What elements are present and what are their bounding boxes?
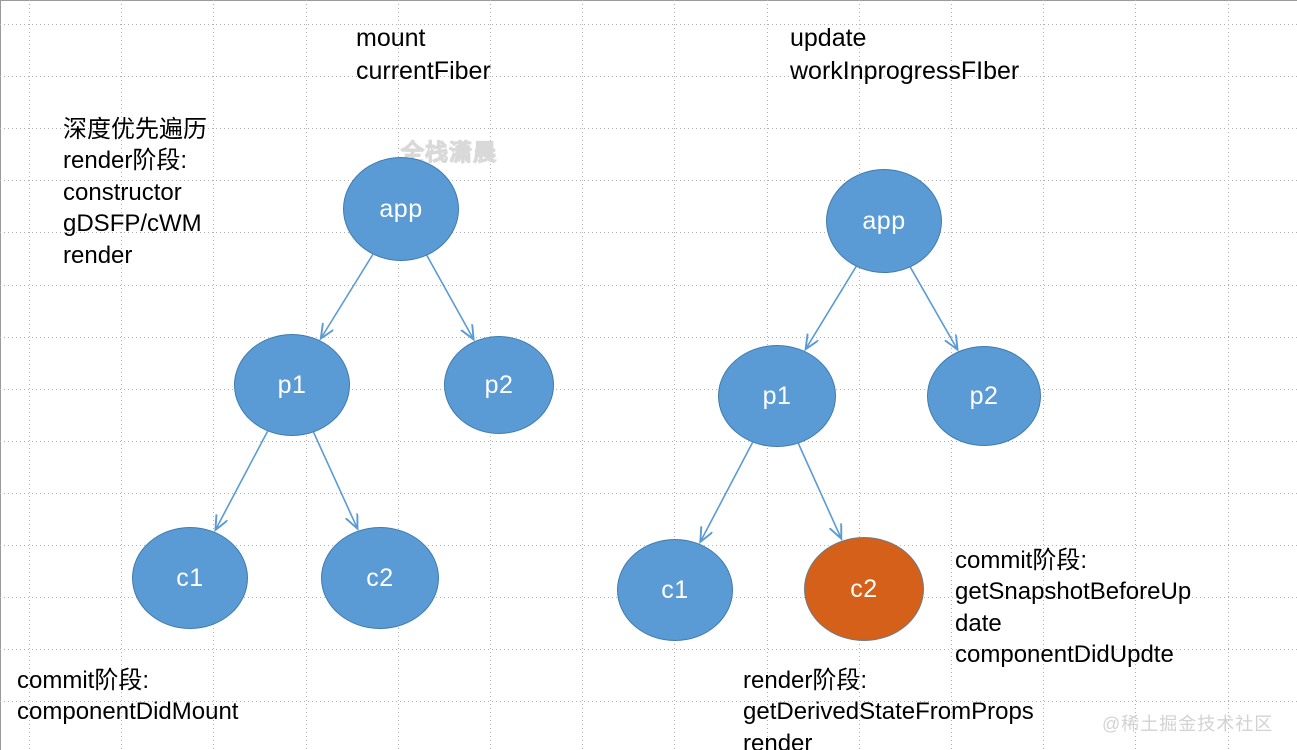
node-label: app bbox=[862, 206, 906, 235]
node-left-app[interactable]: app bbox=[343, 157, 459, 261]
tree-edge-left-app-to-p2 bbox=[426, 255, 474, 340]
grid-line-horizontal bbox=[0, 76, 1297, 77]
note-right-commit-phase: commit阶段: getSnapshotBeforeUp date compo… bbox=[955, 547, 1192, 669]
node-left-c1[interactable]: c1 bbox=[132, 527, 248, 629]
node-label: app bbox=[379, 194, 423, 223]
note-right-render-phase: render阶段: getDerivedStateFromProps rende… bbox=[743, 667, 1034, 750]
grid-line-vertical bbox=[29, 0, 30, 750]
header-right-update: update workInprogressFIber bbox=[790, 24, 1020, 85]
header-left-mount: mount currentFiber bbox=[356, 24, 491, 85]
grid-line-vertical bbox=[398, 0, 399, 750]
node-left-c2[interactable]: c2 bbox=[321, 527, 439, 629]
tree-edge-left-p1-to-c1 bbox=[215, 430, 269, 530]
watermark-bottom-right: @稀土掘金技术社区 bbox=[1102, 714, 1274, 734]
node-right-p2[interactable]: p2 bbox=[927, 346, 1041, 446]
node-label: p2 bbox=[484, 370, 514, 399]
node-right-c2[interactable]: c2 bbox=[804, 537, 924, 641]
tree-edge-left-app-to-p1 bbox=[321, 254, 374, 339]
grid-line-horizontal bbox=[0, 337, 1297, 338]
tree-edge-right-app-to-p1 bbox=[806, 266, 857, 350]
node-label: c1 bbox=[176, 563, 204, 592]
grid-line-horizontal bbox=[0, 493, 1297, 494]
grid-line-vertical bbox=[213, 0, 214, 750]
node-left-p1[interactable]: p1 bbox=[234, 334, 350, 436]
node-label: p1 bbox=[762, 381, 792, 410]
grid-line-horizontal bbox=[0, 441, 1297, 442]
grid-line-vertical bbox=[582, 0, 583, 750]
node-label: p2 bbox=[969, 381, 999, 410]
tree-edge-right-p1-to-c2 bbox=[797, 443, 841, 539]
tree-edge-left-p1-to-c2 bbox=[312, 431, 358, 528]
node-right-c1[interactable]: c1 bbox=[617, 539, 733, 641]
tree-edge-right-p1-to-c1 bbox=[700, 442, 754, 542]
node-label: c2 bbox=[366, 563, 394, 592]
grid-line-horizontal bbox=[0, 389, 1297, 390]
note-left-commit-phase: commit阶段: componentDidMount bbox=[17, 667, 239, 726]
node-label: c1 bbox=[661, 575, 689, 604]
node-right-p1[interactable]: p1 bbox=[718, 345, 836, 447]
note-left-render-phase: 深度优先遍历 render阶段: constructor gDSFP/cWM r… bbox=[63, 116, 207, 269]
node-right-app[interactable]: app bbox=[826, 169, 942, 273]
grid-line-vertical bbox=[121, 0, 122, 750]
tree-edge-right-app-to-p2 bbox=[909, 266, 957, 349]
node-left-p2[interactable]: p2 bbox=[444, 336, 554, 434]
grid-line-vertical bbox=[1228, 0, 1229, 750]
node-label: p1 bbox=[277, 370, 307, 399]
node-label: c2 bbox=[850, 574, 878, 603]
grid-line-horizontal bbox=[0, 24, 1297, 25]
grid-line-horizontal bbox=[0, 285, 1297, 286]
